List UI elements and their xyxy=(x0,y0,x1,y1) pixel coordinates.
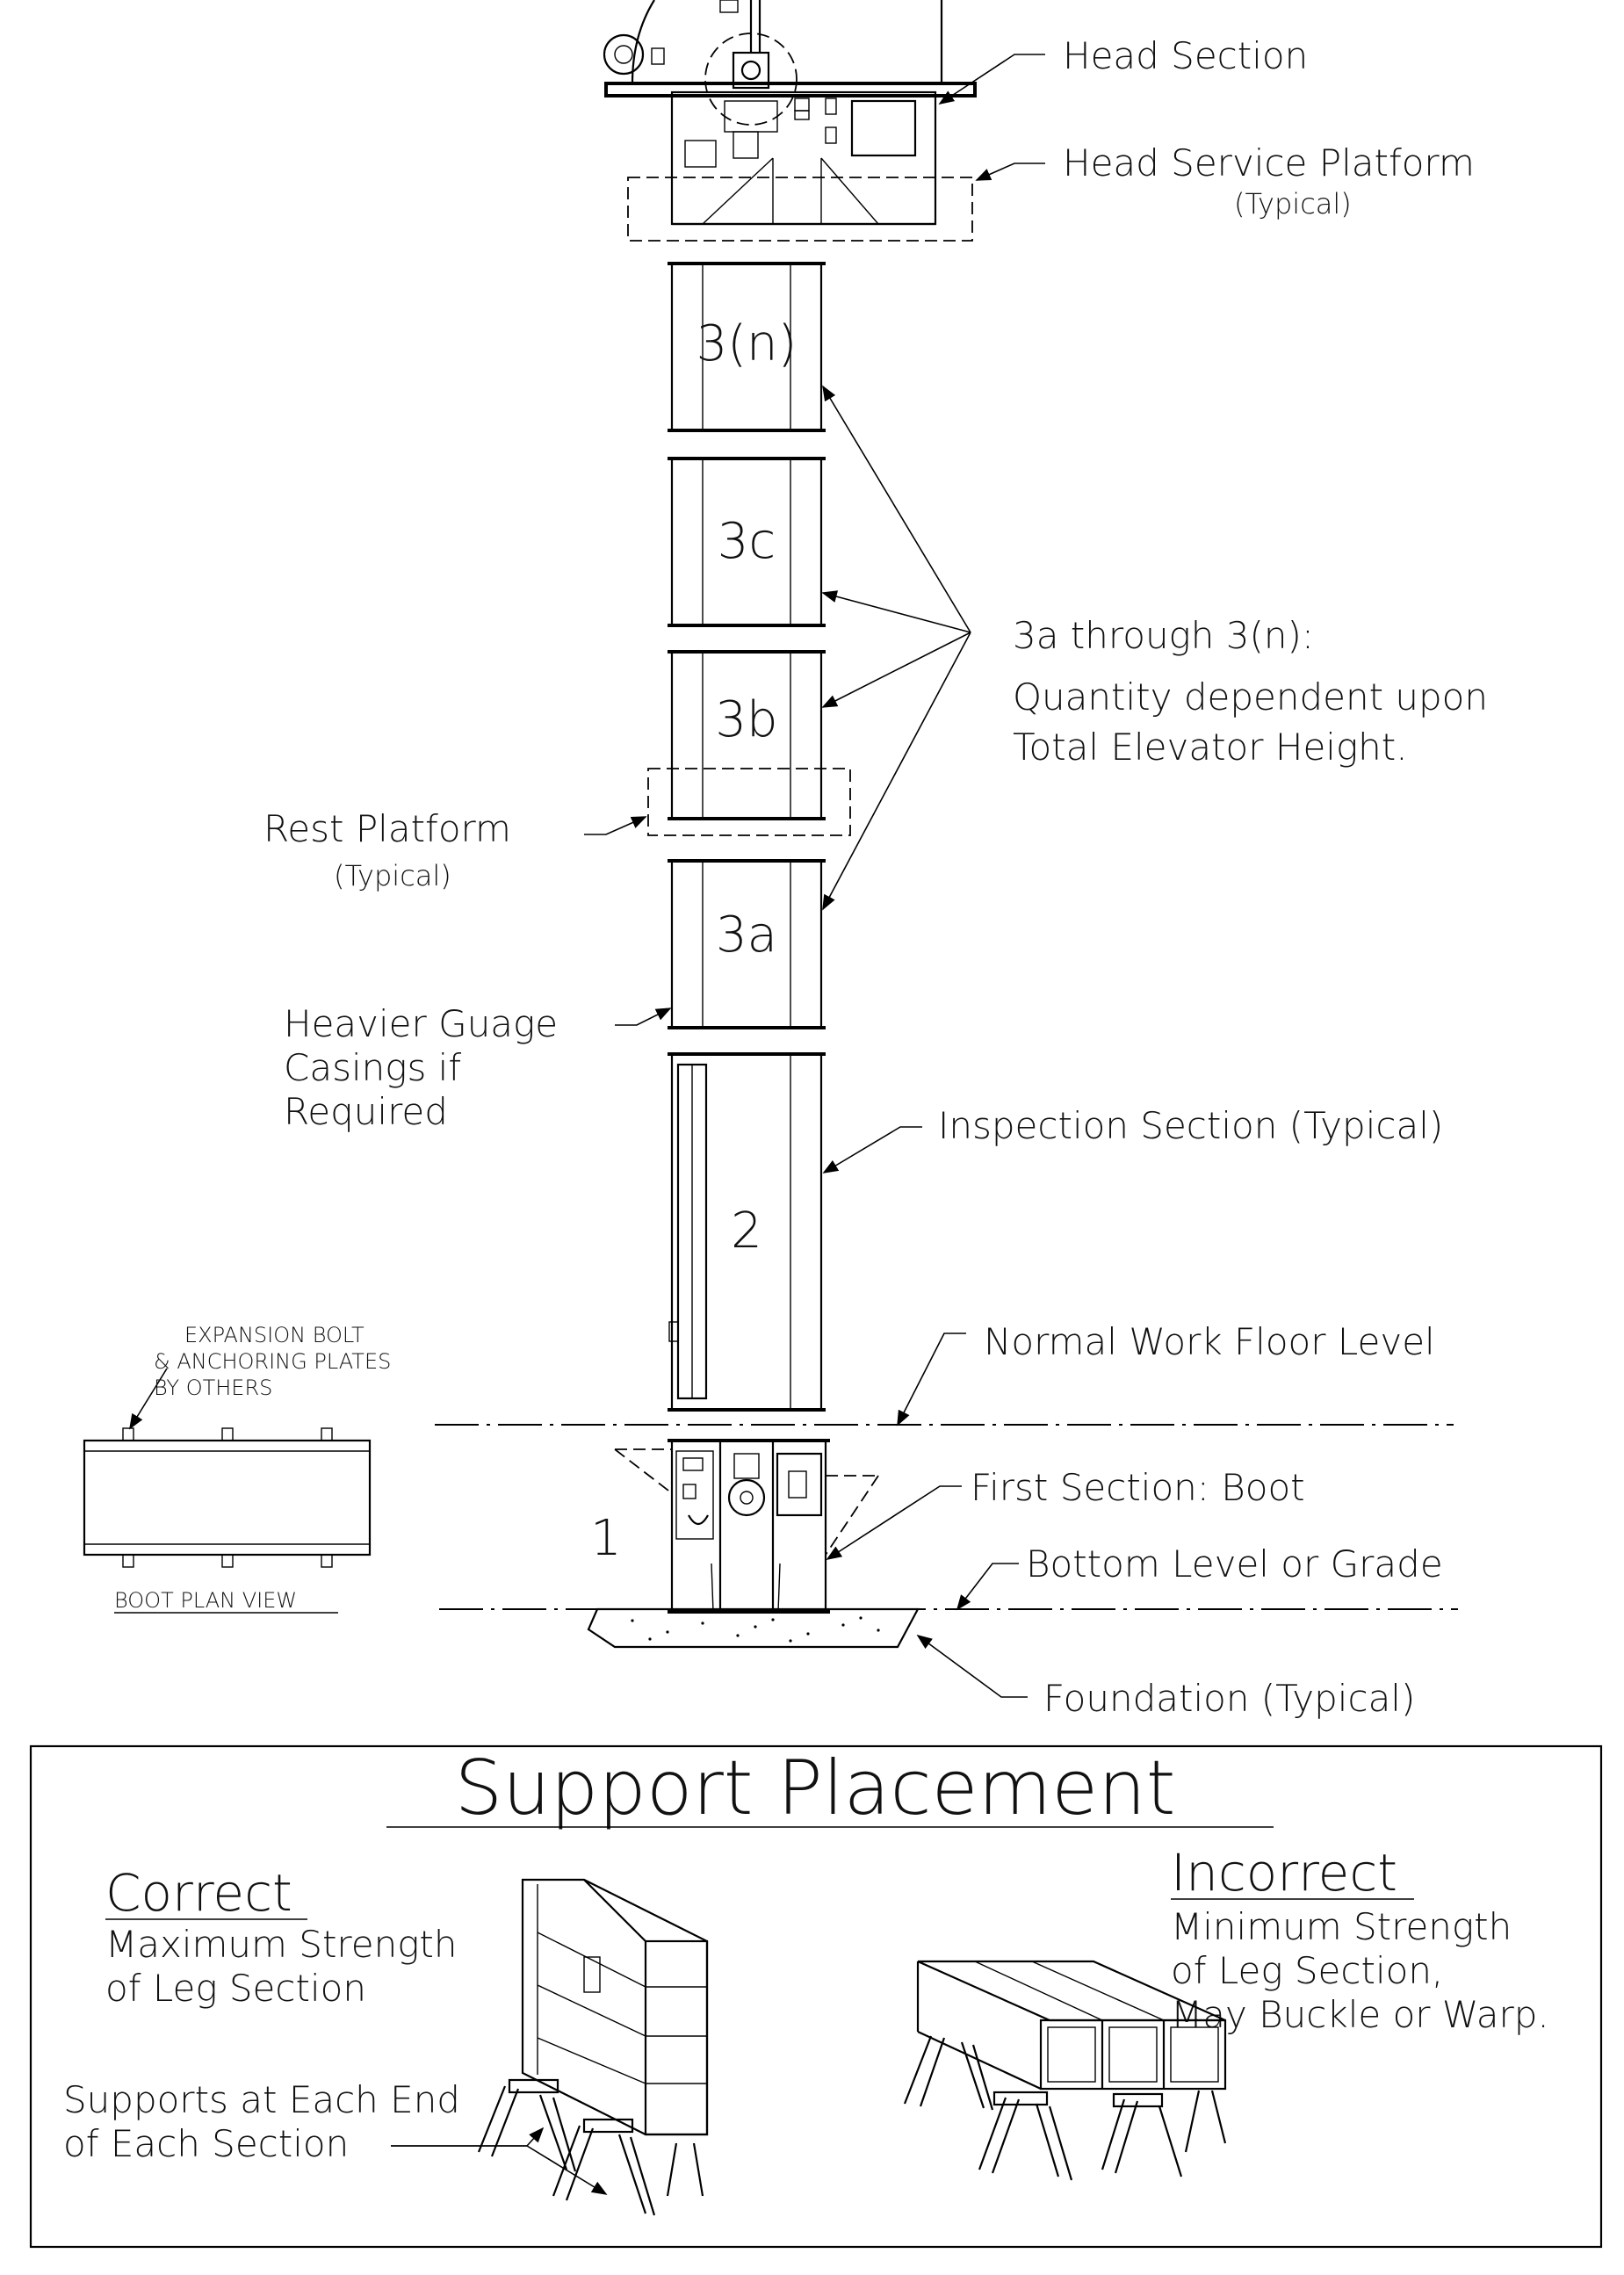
supports-line2: of Each Section xyxy=(63,2122,349,2165)
label-rest-platform: Rest Platform xyxy=(263,807,511,850)
label-expansion-line2: & ANCHORING PLATES xyxy=(154,1349,391,1374)
section-3c-drawing xyxy=(668,457,826,627)
foundation-drawing xyxy=(587,1607,920,1649)
section-2-drawing xyxy=(668,1052,826,1412)
boot-plan-view-drawing xyxy=(83,1368,372,1614)
support-title: Support Placement xyxy=(455,1744,1176,1832)
label-foundation: Foundation (Typical) xyxy=(1043,1677,1415,1720)
label-sections-note-line2: Quantity dependent upon xyxy=(1013,675,1488,719)
correct-line2: of Leg Section xyxy=(105,1967,366,2010)
label-inspection-section: Inspection Section (Typical) xyxy=(938,1104,1443,1147)
rest-platform-outline xyxy=(647,768,851,836)
label-rest-platform-note: (Typical) xyxy=(334,859,451,892)
label-sections-note-line3: Total Elevator Height. xyxy=(1013,726,1408,769)
label-head-service-platform: Head Service Platform xyxy=(1063,141,1475,184)
label-expansion-line3: BY OTHERS xyxy=(154,1376,272,1400)
support-placement-panel: Support Placement Correct Maximum Streng… xyxy=(29,1744,1603,2249)
label-heavier-line1: Heavier Guage xyxy=(284,1002,558,1045)
leader-arrows xyxy=(584,54,1045,1698)
correct-support-illustration xyxy=(477,1878,709,2216)
label-first-section-boot: First Section: Boot xyxy=(971,1466,1305,1509)
incorrect-line2: of Leg Section, xyxy=(1171,1949,1443,1992)
label-section-3c: 3c xyxy=(718,513,776,570)
boot-section-drawing xyxy=(614,1439,879,1614)
label-normal-work-floor: Normal Work Floor Level xyxy=(984,1320,1435,1363)
label-section-3a: 3a xyxy=(716,906,777,964)
section-3n-drawing xyxy=(668,262,826,432)
label-expansion-line1: EXPANSION BOLT xyxy=(184,1323,364,1347)
label-head-section: Head Section xyxy=(1063,34,1308,77)
incorrect-line3: May Buckle or Warp. xyxy=(1171,1993,1549,2036)
head-section-drawing xyxy=(603,0,977,226)
label-section-3n: 3(n) xyxy=(697,315,798,372)
incorrect-heading: Incorrect xyxy=(1171,1843,1397,1903)
incorrect-line1: Minimum Strength xyxy=(1171,1905,1512,1948)
supports-line1: Supports at Each End xyxy=(63,2078,460,2121)
label-bottom-level: Bottom Level or Grade xyxy=(1026,1542,1443,1585)
label-sections-note-line1: 3a through 3(n): xyxy=(1013,614,1314,657)
correct-heading: Correct xyxy=(105,1863,292,1923)
incorrect-support-illustration xyxy=(903,1960,1227,2181)
label-section-3b: 3b xyxy=(715,691,777,748)
label-head-service-platform-note: (Typical) xyxy=(1234,187,1352,220)
correct-line1: Maximum Strength xyxy=(105,1923,458,1966)
label-section-1: 1 xyxy=(590,1510,622,1567)
foundation-aggregate-dots xyxy=(631,1616,880,1643)
head-service-platform-outline xyxy=(627,177,973,242)
section-3b-drawing xyxy=(668,650,826,820)
label-heavier-line3: Required xyxy=(284,1090,448,1133)
label-boot-plan-view: BOOT PLAN VIEW xyxy=(114,1588,297,1613)
label-heavier-line2: Casings if xyxy=(284,1046,461,1089)
label-section-2: 2 xyxy=(731,1202,762,1260)
section-3a-drawing xyxy=(668,859,826,1029)
